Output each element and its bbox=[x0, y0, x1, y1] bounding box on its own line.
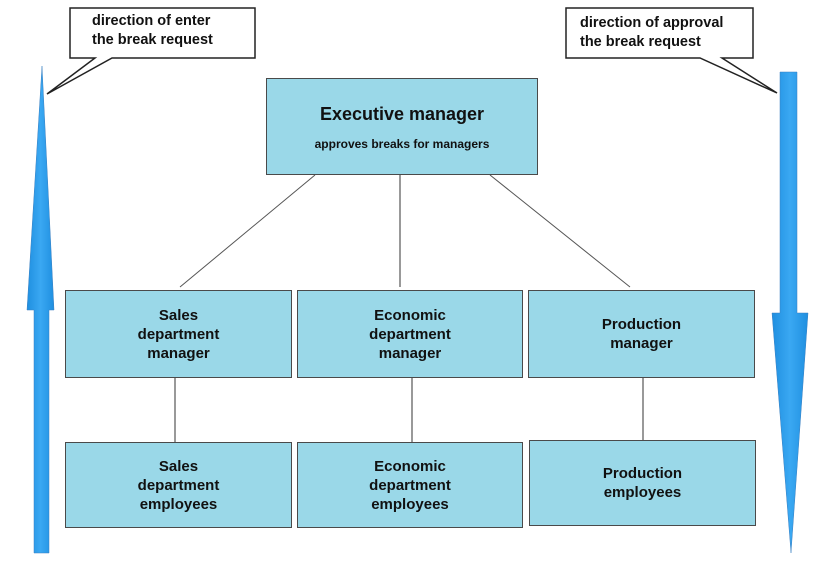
callout-bubble-approval bbox=[565, 7, 778, 94]
production-employees-box: Production employees bbox=[529, 440, 756, 526]
economic-employees-box: Economic department employees bbox=[297, 442, 523, 528]
callout-approval-text: direction of approval the break request bbox=[580, 15, 724, 50]
callout-enter-text: direction of enter the break request bbox=[92, 13, 213, 48]
down-arrow bbox=[771, 71, 809, 554]
executive-title: Executive manager bbox=[319, 103, 485, 124]
economic-manager-label: Economic department manager bbox=[369, 306, 451, 362]
up-arrow bbox=[26, 65, 55, 554]
callout-bubble-enter bbox=[46, 7, 256, 95]
connector-exec-production bbox=[489, 174, 631, 288]
production-employees-label: Production employees bbox=[602, 465, 683, 501]
economic-employees-label: Economic department employees bbox=[369, 457, 451, 513]
sales-manager-label: Sales department manager bbox=[137, 306, 220, 362]
production-manager-label: Production manager bbox=[601, 316, 682, 352]
production-manager-box: Production manager bbox=[528, 290, 755, 378]
sales-employees-box: Sales department employees bbox=[65, 442, 292, 528]
economic-manager-box: Economic department manager bbox=[297, 290, 523, 378]
executive-subtitle: approves breaks for managers bbox=[314, 136, 490, 151]
executive-manager-box: Executive manager approves breaks for ma… bbox=[266, 78, 538, 175]
connector-exec-sales bbox=[179, 174, 316, 288]
sales-employees-label: Sales department employees bbox=[137, 457, 220, 513]
sales-manager-box: Sales department manager bbox=[65, 290, 292, 378]
